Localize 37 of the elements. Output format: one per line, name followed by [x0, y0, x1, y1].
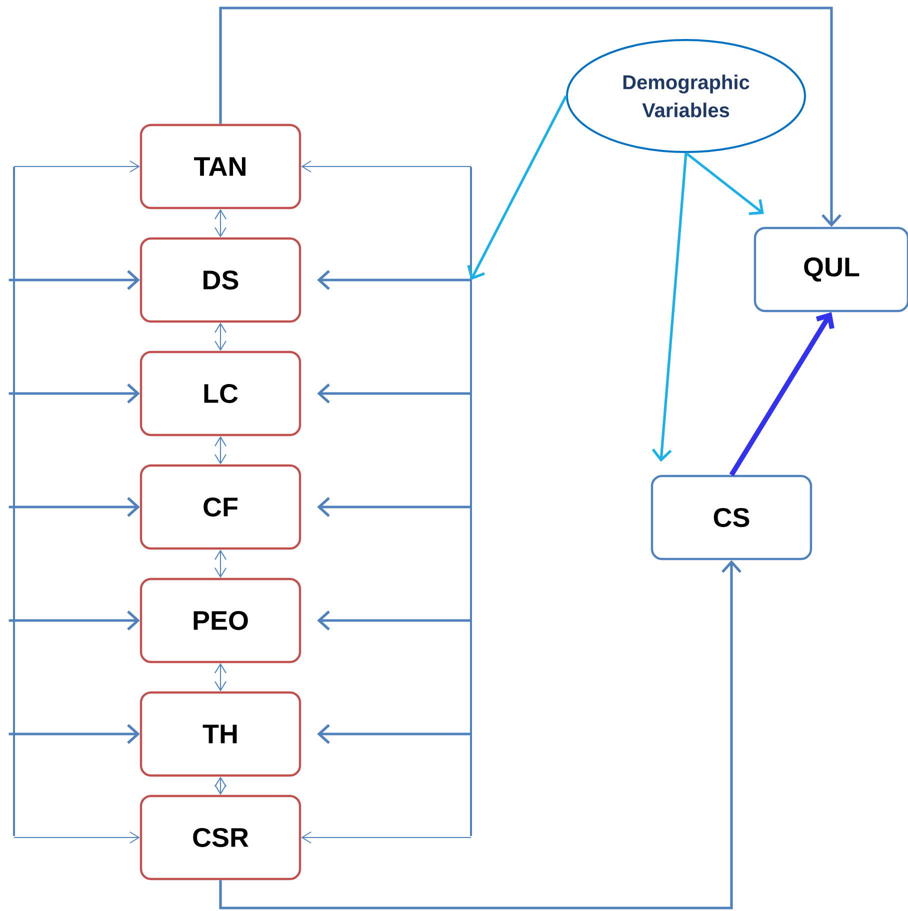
arrow: [652, 152, 688, 462]
arrow: [729, 312, 834, 476]
double-arrow: [214, 663, 226, 692]
process-box: QUL: [754, 226, 908, 312]
arrow: [301, 832, 472, 844]
process-box: TAN: [140, 124, 302, 210]
arrow: [8, 497, 140, 517]
arrow: [8, 724, 140, 744]
arrow: [317, 497, 471, 517]
process-box: CF: [140, 464, 302, 550]
arrow: [301, 160, 472, 172]
process-box: DS: [140, 237, 302, 323]
double-arrow: [214, 550, 226, 578]
arrow: [317, 384, 471, 404]
process-box: LC: [140, 350, 302, 436]
double-arrow: [214, 776, 226, 795]
arrow: [317, 724, 471, 744]
bus-line: [13, 167, 15, 836]
process-box: PEO: [140, 578, 302, 664]
connector-arrow: [219, 560, 742, 910]
arrow: [317, 610, 471, 630]
arrow: [467, 95, 568, 280]
arrow: [8, 610, 140, 630]
process-box: CS: [650, 474, 812, 560]
double-arrow: [214, 209, 226, 238]
double-arrow: [214, 322, 226, 351]
connector-arrow: [219, 6, 842, 227]
arrow: [317, 270, 471, 290]
bus-line: [470, 167, 472, 836]
process-box: TH: [140, 691, 302, 777]
double-arrow: [214, 436, 226, 464]
process-box: CSR: [140, 794, 302, 880]
arrow: [14, 160, 140, 172]
arrow: [8, 384, 140, 404]
arrow: [8, 270, 140, 290]
arrow: [14, 832, 140, 844]
arrow: [685, 152, 764, 215]
